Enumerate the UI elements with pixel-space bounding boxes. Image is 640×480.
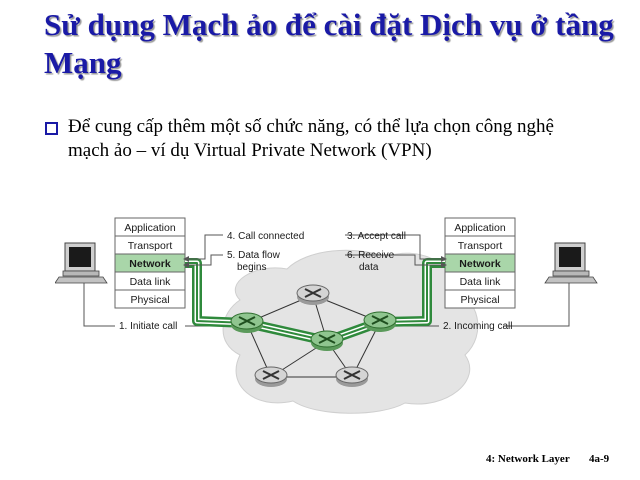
left-layer-network: Network	[129, 258, 171, 270]
router-icon	[254, 366, 288, 387]
left-layer-physical: Physical	[130, 294, 169, 306]
router-icon	[335, 366, 369, 387]
left-layer-transport: Transport	[128, 240, 173, 252]
slide-title: Sử dụng Mạch ảo để cài đặt Dịch vụ ở tần…	[44, 7, 614, 80]
label-call-connected: 4. Call connected	[227, 231, 304, 242]
footer-page-number: 4a-9	[589, 453, 610, 465]
router-icons	[230, 284, 397, 387]
router-icon	[230, 312, 264, 333]
label-data-flow-begins: begins	[237, 262, 266, 273]
label-receive: 6. Receive	[347, 250, 395, 261]
footer-chapter: 4: Network Layer	[486, 453, 570, 465]
call-arrowheads	[183, 256, 447, 268]
virtual-circuit-diagram: Application Transport Network Data link …	[55, 217, 598, 414]
bullet-square-icon	[45, 122, 58, 135]
label-accept-call: 3. Accept call	[347, 231, 406, 242]
router-icon	[310, 330, 344, 351]
right-computer-icon	[544, 242, 598, 284]
left-layer-application: Application	[124, 222, 176, 234]
router-icon	[296, 284, 330, 305]
right-layer-physical: Physical	[460, 294, 499, 306]
left-protocol-stack: Application Transport Network Data link …	[114, 217, 186, 309]
left-layer-datalink: Data link	[130, 276, 172, 288]
left-computer-icon	[55, 242, 108, 284]
bullet-text: Để cung cấp thêm một số chức năng, có th…	[68, 116, 554, 161]
label-incoming-call: 2. Incoming call	[443, 321, 512, 332]
router-icon	[363, 311, 397, 332]
label-data-flow: 5. Data flow	[227, 250, 281, 261]
right-layer-datalink: Data link	[460, 276, 502, 288]
label-receive-data: data	[359, 262, 379, 273]
right-layer-transport: Transport	[458, 240, 503, 252]
right-layer-application: Application	[454, 222, 506, 234]
right-layer-network: Network	[459, 258, 501, 270]
right-protocol-stack: Application Transport Network Data link …	[444, 217, 516, 309]
call-arrows	[189, 234, 441, 266]
label-initiate-call: 1. Initiate call	[119, 321, 177, 332]
